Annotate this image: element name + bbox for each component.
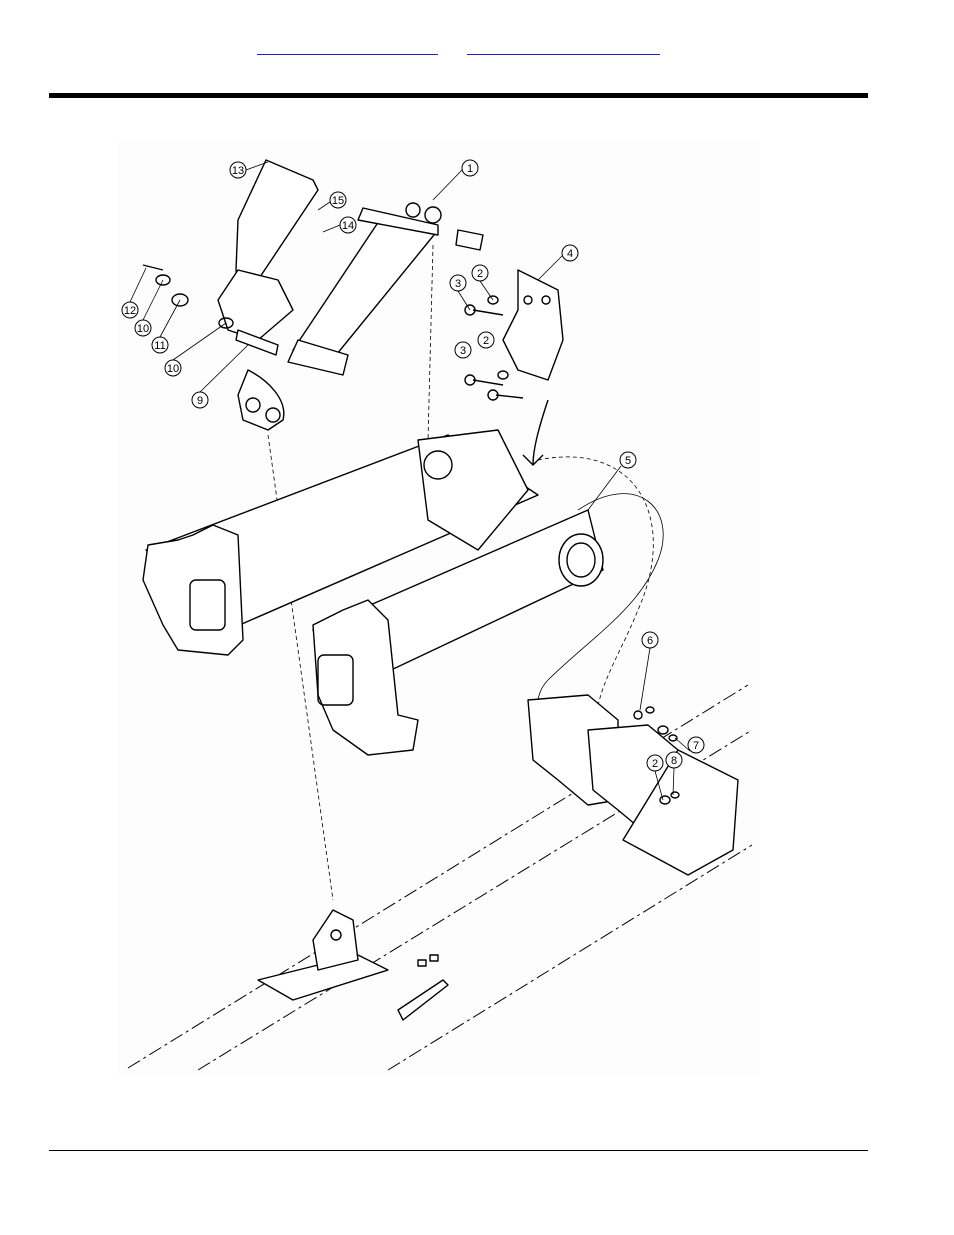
- callout-9: 9: [197, 395, 203, 407]
- parts-drawing: 13 1 15 14 2 3 4 12 10 11 3 2 10 9 5 6 7…: [118, 140, 760, 1078]
- callout-6: 6: [647, 635, 653, 647]
- callout-2: 2: [477, 268, 483, 280]
- callout-4: 4: [567, 248, 573, 260]
- header-link-1[interactable]: [257, 40, 438, 55]
- callout-12: 12: [124, 305, 136, 317]
- callout-10b: 10: [167, 363, 179, 375]
- callout-3b: 3: [460, 345, 466, 357]
- callout-8: 8: [671, 755, 677, 767]
- header-link-2[interactable]: [467, 40, 660, 55]
- callout-2b: 2: [483, 335, 489, 347]
- callout-5: 5: [625, 455, 631, 467]
- callout-3: 3: [455, 278, 461, 290]
- exploded-parts-diagram: 13 1 15 14 2 3 4 12 10 11 3 2 10 9 5 6 7…: [118, 140, 760, 1078]
- callout-7: 7: [693, 740, 699, 752]
- callout-13: 13: [232, 165, 244, 177]
- footer-rule: [49, 1150, 868, 1151]
- callout-14: 14: [342, 220, 354, 232]
- callout-15: 15: [332, 195, 344, 207]
- callout-11: 11: [154, 340, 165, 352]
- callout-10: 10: [137, 323, 149, 335]
- header-rule: [49, 93, 868, 98]
- callout-1: 1: [467, 163, 473, 175]
- callout-2c: 2: [652, 758, 658, 770]
